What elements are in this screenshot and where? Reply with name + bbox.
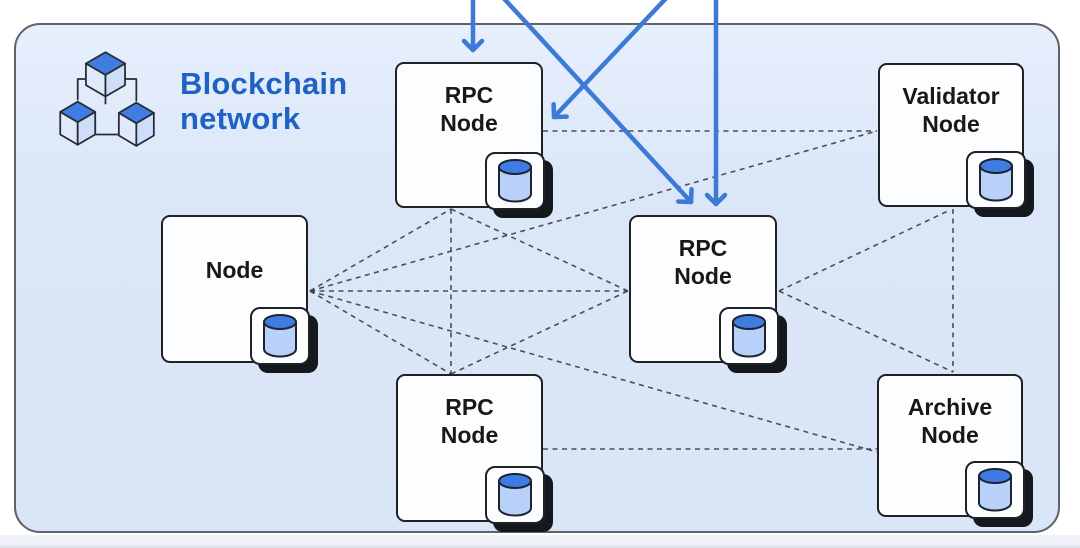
brand: Blockchain network xyxy=(52,44,382,154)
blockchain-cubes-icon xyxy=(59,51,155,147)
node-card-archive: Archive Node xyxy=(877,374,1025,519)
database-cylinder-glyph xyxy=(732,314,766,358)
database-cylinder-icon xyxy=(485,466,545,524)
node-label-line: Node xyxy=(921,422,979,448)
node-card-rpc-top: RPC Node xyxy=(395,62,545,210)
node-label-line: RPC xyxy=(445,394,494,420)
node-label-line: Validator xyxy=(902,83,1000,109)
node-card-node: Node xyxy=(161,215,310,365)
node-label-line: Archive xyxy=(907,394,993,420)
node-label: Node xyxy=(163,256,306,284)
node-card-rpc-bottom: RPC Node xyxy=(396,374,545,524)
diagram-title-line1: Blockchain xyxy=(180,66,348,101)
database-cylinder-icon xyxy=(966,151,1026,209)
node-label: RPC Node xyxy=(398,393,541,449)
node-label: Archive Node xyxy=(879,393,1021,449)
node-label-line: RPC xyxy=(678,235,728,261)
database-cylinder-icon xyxy=(719,307,779,365)
node-card-validator: Validator Node xyxy=(878,63,1026,209)
node-label: RPC Node xyxy=(397,81,541,137)
database-cylinder-glyph xyxy=(263,314,297,358)
database-cylinder-glyph xyxy=(978,468,1012,512)
node-label-line: Node xyxy=(922,111,980,137)
database-cylinder-glyph xyxy=(979,158,1013,202)
database-cylinder-glyph xyxy=(498,159,532,203)
node-label: Validator Node xyxy=(880,82,1022,138)
node-label: RPC Node xyxy=(631,234,775,290)
database-cylinder-icon xyxy=(485,152,545,210)
database-cylinder-glyph xyxy=(498,473,532,517)
node-label-line: Node xyxy=(440,110,498,136)
diagram-title: Blockchain network xyxy=(180,66,347,136)
node-card-rpc-center: RPC Node xyxy=(629,215,779,365)
node-label-line: Node xyxy=(440,422,499,448)
node-label-line: Node xyxy=(674,263,732,289)
page-bottom-strip xyxy=(0,535,1080,548)
node-label-line: RPC xyxy=(444,82,494,108)
database-cylinder-icon xyxy=(250,307,310,365)
diagram-title-line2: network xyxy=(180,101,301,136)
node-label-line: Node xyxy=(205,257,264,283)
database-cylinder-icon xyxy=(965,461,1025,519)
